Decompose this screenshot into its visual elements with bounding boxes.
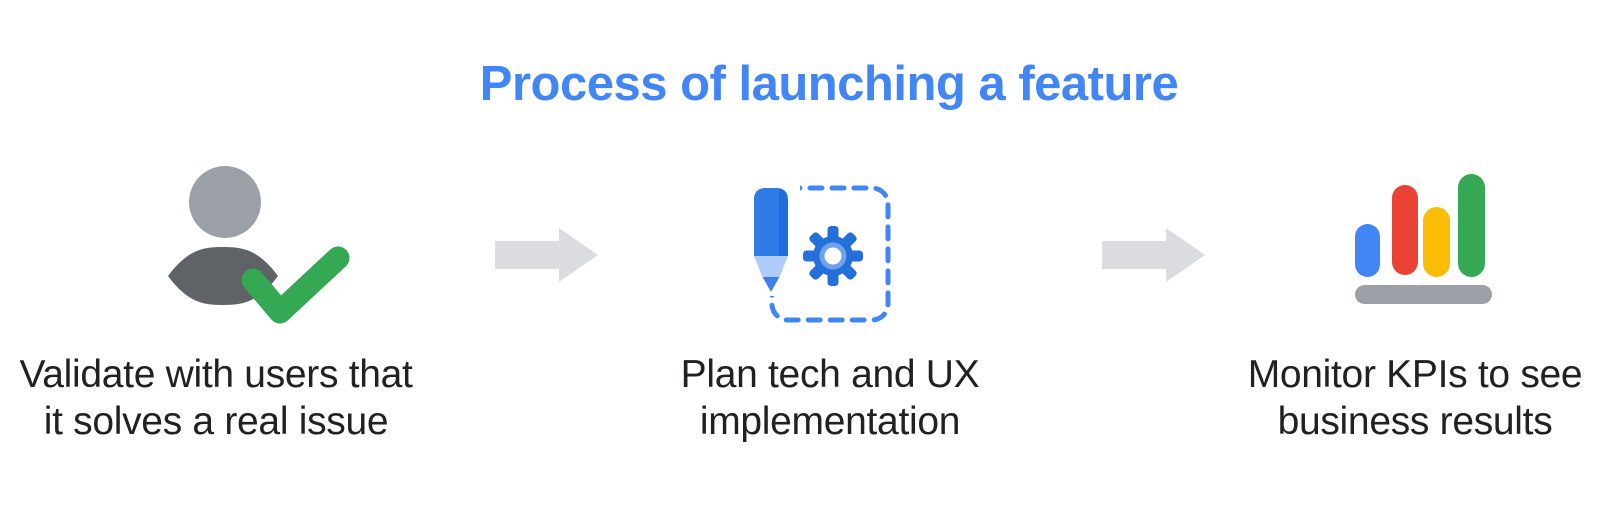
caption-line: Validate with users that [19,353,413,396]
gear-icon [803,226,863,286]
gear-hole [824,247,842,265]
page-title: Process of launching a feature [479,57,1179,111]
checkmark-icon [241,246,350,324]
user-validated-icon [168,166,350,324]
dashed-box [769,185,891,323]
pencil-gear-icon [750,180,891,323]
arrow-shape [495,228,598,282]
bar-yellow [1423,207,1450,277]
right-arrow-icon [1102,228,1205,282]
step-caption-plan: Plan tech and UX implementation [628,351,1032,445]
caption-line: business results [1277,400,1553,443]
step-caption-validate: Validate with users that it solves a rea… [8,351,424,445]
caption-line: implementation [699,400,961,443]
kpi-bar-chart-icon [1355,174,1492,304]
arrow-shape [1102,228,1205,282]
right-arrow-icon [495,228,598,282]
pencil-body [754,188,779,256]
bar-green [1458,174,1485,277]
caption-line: Monitor KPIs to see [1247,353,1583,396]
bar-blue [1355,224,1380,277]
bar-red [1392,185,1418,275]
step-caption-monitor: Monitor KPIs to see business results [1208,351,1600,445]
caption-line: it solves a real issue [43,400,389,443]
pencil-point [762,277,780,292]
caption-line: Plan tech and UX [680,353,980,396]
pencil-tip [754,256,788,277]
chart-baseline [1355,285,1492,304]
person-head [189,166,261,238]
